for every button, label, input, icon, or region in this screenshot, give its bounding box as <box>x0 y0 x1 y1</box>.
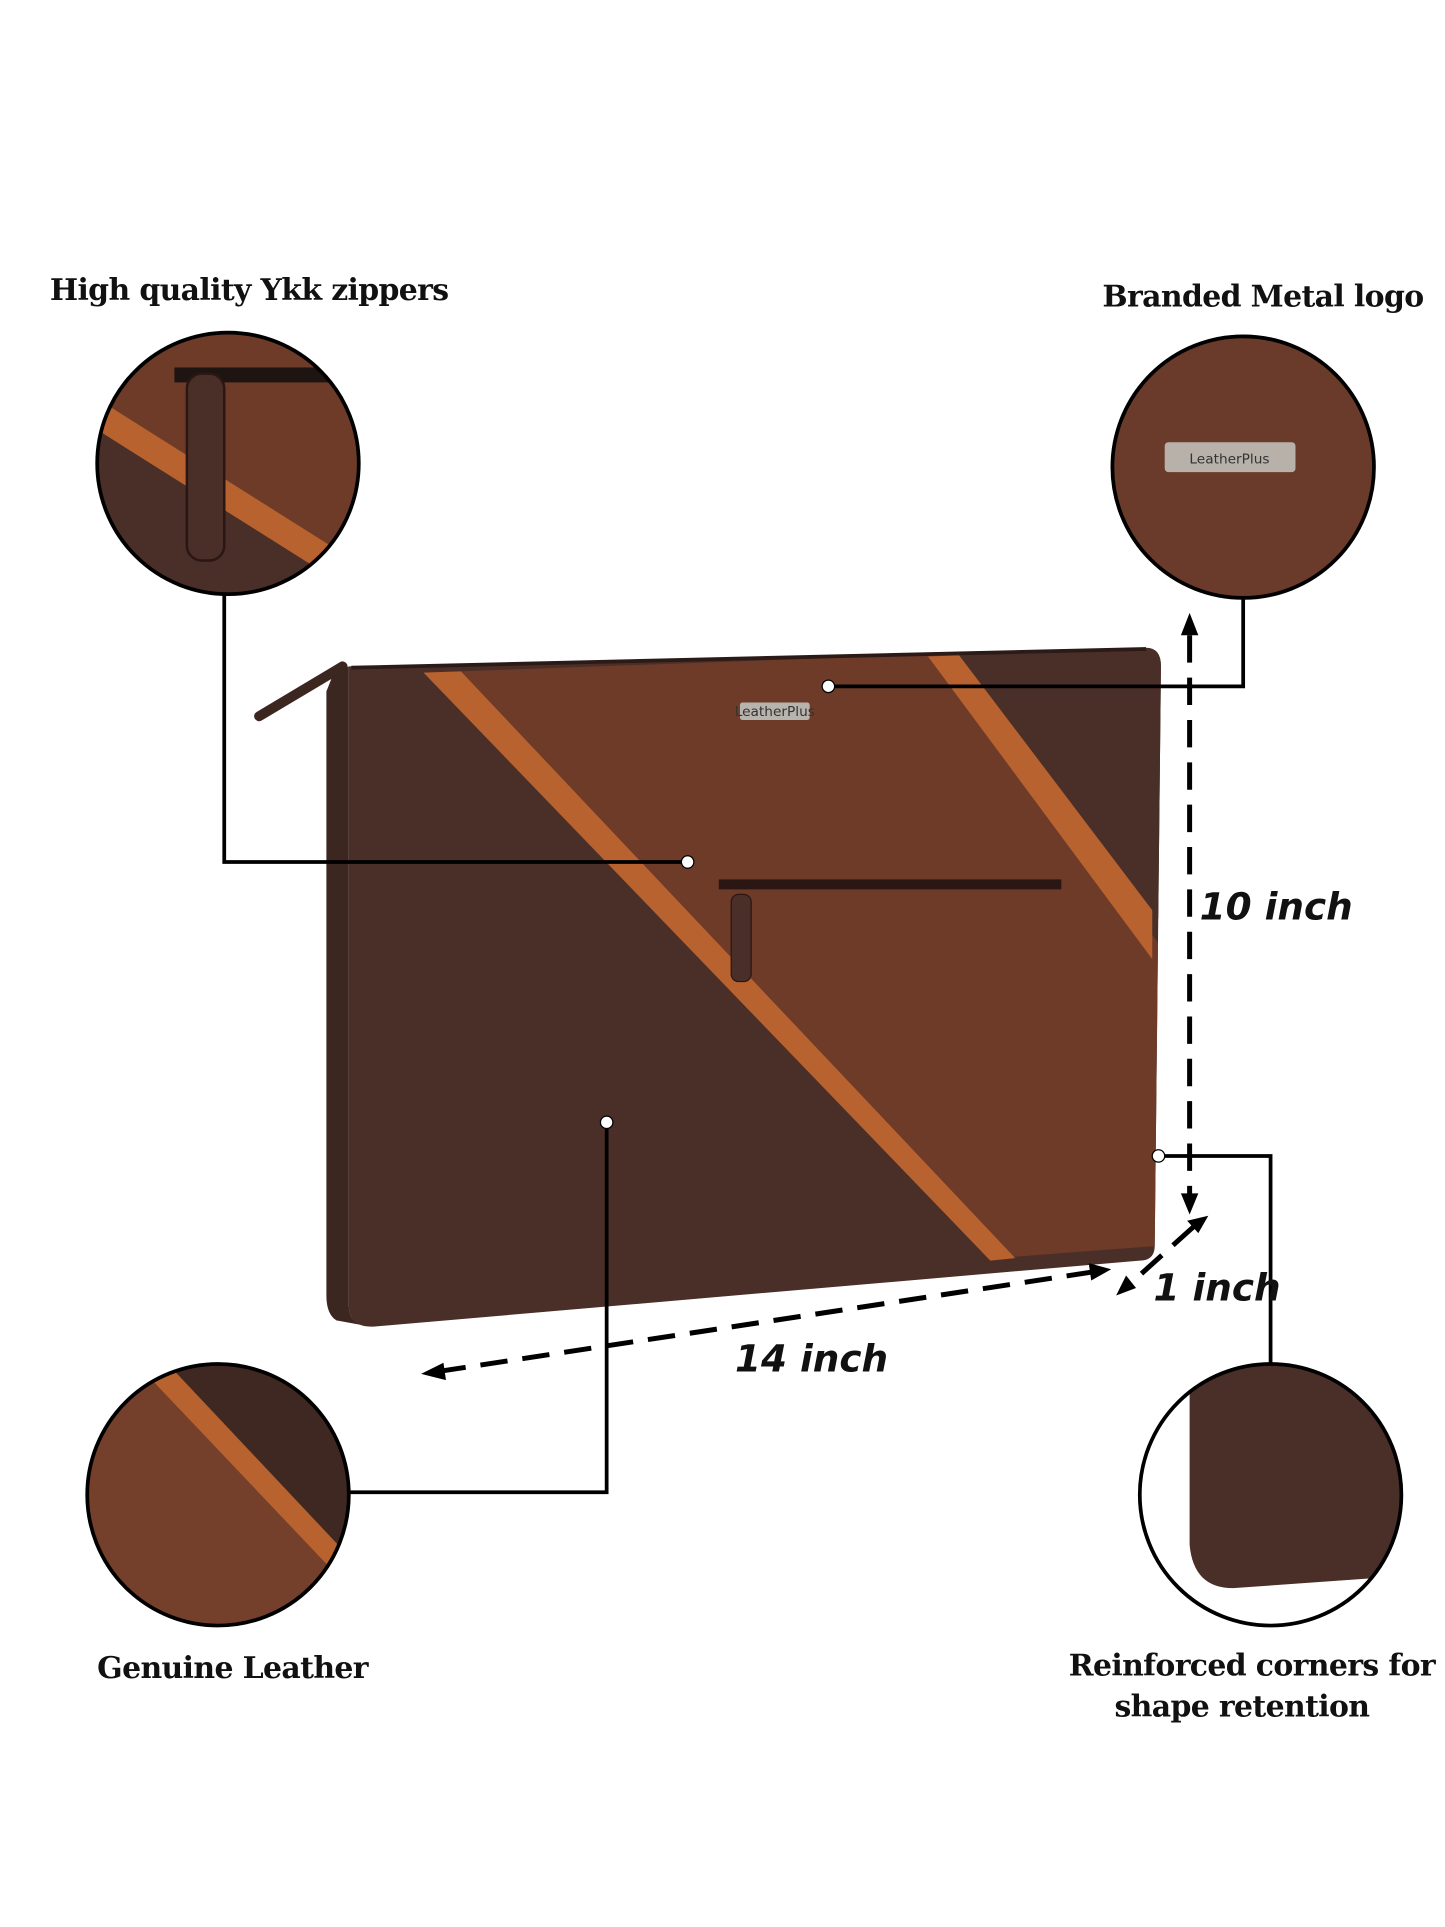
zipper-pull <box>254 661 348 722</box>
front-pocket-zipper <box>718 879 1062 890</box>
arrow-up-icon <box>1180 612 1199 636</box>
caption-logo: Branded Metal logo <box>1102 279 1423 314</box>
depth-label: 1 inch <box>1153 1265 1280 1309</box>
width-label: 14 inch <box>735 1336 888 1380</box>
caption-zippers: High quality Ykk zippers <box>50 273 449 308</box>
detail-zipper <box>98 333 358 593</box>
callout-dot-corner <box>1151 1149 1166 1163</box>
detail-leather <box>88 1365 348 1625</box>
detail-corner <box>1141 1365 1401 1625</box>
laptop-sleeve-bag: LeatherPlus <box>254 647 1161 1327</box>
svg-text:LeatherPlus: LeatherPlus <box>1189 451 1269 467</box>
dimension-arrows <box>438 635 1196 1374</box>
callout-dot-logo <box>821 679 836 694</box>
arrow-down-icon <box>1180 1193 1199 1215</box>
caption-leather: Genuine Leather <box>97 1651 370 1686</box>
height-label: 10 inch <box>1200 884 1353 928</box>
metal-logo-plate <box>739 702 810 720</box>
tan-diagonal-stripe <box>423 671 1016 1261</box>
logo-plate-text: LeatherPlus <box>735 704 815 720</box>
detail-logo: LeatherPlus <box>1113 337 1373 597</box>
caption-corners-line1: Reinforced corners for <box>1069 1648 1437 1683</box>
callout-lines <box>222 594 1273 1495</box>
top-zipper <box>351 647 1147 670</box>
callout-dot-zipper <box>680 855 695 869</box>
arrow-right-icon <box>1088 1263 1112 1281</box>
arrow-left-icon <box>421 1362 446 1381</box>
caption-corners-line2: shape retention <box>1114 1689 1370 1724</box>
callout-dot-leather <box>599 1115 614 1130</box>
arrow-up-right-icon <box>1187 1215 1209 1234</box>
arrow-down-left-icon <box>1116 1275 1137 1296</box>
